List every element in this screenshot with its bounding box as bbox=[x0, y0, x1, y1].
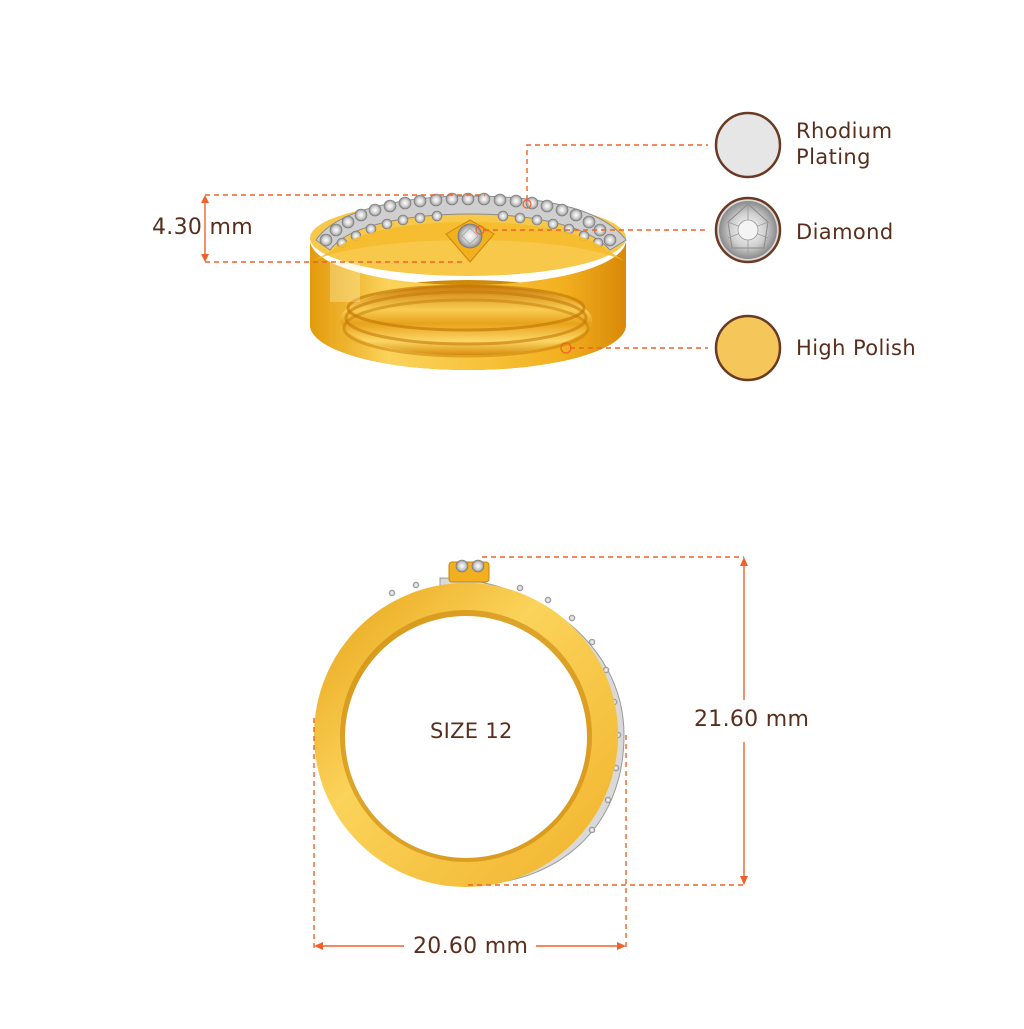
callout-diamond-dot bbox=[475, 225, 485, 235]
ring-height-arrow bbox=[740, 557, 748, 885]
ring-width-label: 20.60 mm bbox=[413, 934, 529, 959]
front-solitaire bbox=[448, 559, 490, 583]
legend-rhodium-line2: Plating bbox=[796, 145, 871, 169]
ring-height-label: 21.60 mm bbox=[694, 707, 810, 732]
legend-rhodium-line1: Rhodium bbox=[796, 119, 893, 143]
ring-front-view bbox=[314, 559, 625, 887]
ring-height-guides bbox=[468, 556, 744, 886]
band-width-arrow bbox=[201, 195, 209, 262]
ring-size-label: SIZE 12 bbox=[430, 719, 513, 743]
callout-rhodium-line bbox=[526, 144, 708, 200]
legend-diamond-label: Diamond bbox=[796, 220, 894, 244]
callout-rhodium-dot bbox=[522, 199, 532, 209]
band-width-label: 4.30 mm bbox=[152, 215, 253, 240]
legend-rhodium: Rhodium Plating bbox=[796, 118, 892, 170]
legend-diamond: Diamond bbox=[796, 219, 894, 245]
legend-high-polish: High Polish bbox=[796, 335, 916, 361]
diamond-swatch-facets bbox=[719, 201, 777, 259]
pave-diamond-row bbox=[315, 192, 627, 251]
band-width-dimension-lines bbox=[205, 194, 485, 263]
legend-swatches bbox=[714, 111, 782, 382]
ring-width-guides bbox=[313, 718, 627, 948]
front-band-opening bbox=[345, 616, 587, 858]
ring-width-arrow bbox=[314, 942, 626, 950]
swatch-high-polish bbox=[714, 314, 782, 382]
swatch-rhodium bbox=[714, 111, 782, 179]
callout-polish-dot bbox=[560, 342, 572, 354]
legend-polish-label: High Polish bbox=[796, 336, 917, 360]
ring-perspective-view bbox=[310, 192, 627, 370]
